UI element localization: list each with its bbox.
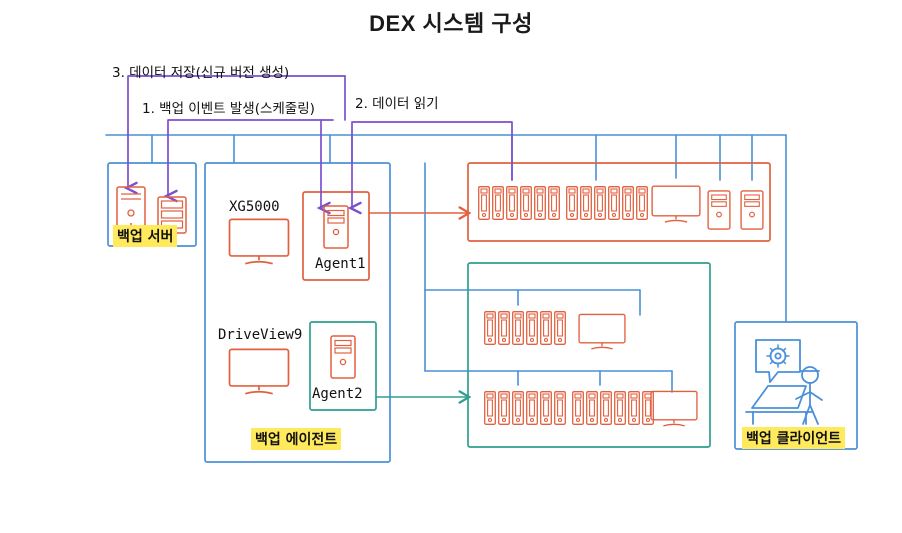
plc-module-icon	[600, 391, 612, 425]
plc-module-icon	[512, 311, 524, 345]
backup-agent-label: 백업 에이전트	[251, 428, 342, 450]
plc-module-icon	[512, 391, 524, 425]
flow-arrows-purple	[123, 75, 513, 215]
plc-module-icon	[540, 311, 552, 345]
plc-module-icon	[526, 311, 538, 345]
agent-data-arrows	[368, 206, 472, 404]
plc-module-icon	[622, 186, 634, 220]
plc-module-icon	[566, 186, 578, 220]
plc-module-icon	[478, 186, 490, 220]
plc-module-icon	[548, 186, 560, 220]
backup-server-label: 백업 서버	[113, 225, 178, 247]
engineer-with-gear-icon	[745, 339, 823, 425]
page-title: DEX 시스템 구성	[369, 11, 533, 36]
flow-label-step3: 3. 데이터 저장(신규 버전 생성)	[112, 65, 290, 81]
group-boxes	[107, 162, 858, 463]
agent1-box	[302, 191, 370, 281]
plc-module-icon	[572, 391, 584, 425]
plc-module-icon	[540, 391, 552, 425]
monitor-icon	[578, 313, 626, 350]
backup-client-label: 백업 클라이언트	[742, 427, 846, 449]
plc-module-icon	[498, 311, 510, 345]
plc-module-icon	[526, 391, 538, 425]
plc-module-icon	[534, 186, 546, 220]
flow-label-step1: 1. 백업 이벤트 발생(스케줄링)	[142, 101, 315, 117]
monitor-icon	[650, 390, 698, 427]
flow-label-step2: 2. 데이터 읽기	[355, 96, 439, 112]
agent2-label: Agent2	[312, 386, 363, 402]
plc-module-icon	[484, 391, 496, 425]
plc-module-icon	[498, 391, 510, 425]
backup-agent-box	[204, 162, 391, 463]
plc-module-icon	[608, 186, 620, 220]
plc-module-icon	[554, 391, 566, 425]
agent2-box	[309, 321, 377, 411]
network-bus-blue	[105, 134, 787, 393]
monitor-icon	[651, 185, 701, 223]
plc-module-icon	[484, 311, 496, 345]
driveview9-label: DriveView9	[218, 327, 303, 343]
driveview9-monitor-icon	[228, 348, 290, 395]
plc-module-icon	[580, 186, 592, 220]
plc-zone-green	[467, 262, 711, 448]
plc-green-devices	[484, 311, 698, 427]
agent-icons	[323, 205, 356, 379]
plc-module-icon	[586, 391, 598, 425]
arrow-step3	[123, 75, 346, 195]
plc-zone-orange	[467, 162, 771, 242]
plc-module-icon	[594, 186, 606, 220]
arrow-step1	[163, 119, 334, 203]
plc-module-icon	[554, 311, 566, 345]
backup-client-box	[734, 321, 858, 450]
plc-module-icon	[492, 186, 504, 220]
plc-module-icon	[614, 391, 626, 425]
agent2-tower-icon	[330, 335, 356, 379]
agent1-label: Agent1	[315, 256, 366, 272]
plc-orange-devices	[478, 185, 764, 230]
plc-module-icon	[628, 391, 640, 425]
plc-module-icon	[506, 186, 518, 220]
server-tower-icon	[740, 190, 764, 230]
arrow-step2	[352, 121, 513, 181]
workstation-icons	[228, 218, 290, 395]
server-tower-icon	[707, 190, 731, 230]
plc-module-icon	[520, 186, 532, 220]
xg5000-label: XG5000	[229, 199, 280, 215]
agent1-tower-icon	[323, 205, 349, 249]
xg5000-monitor-icon	[228, 218, 290, 265]
plc-module-icon	[636, 186, 648, 220]
